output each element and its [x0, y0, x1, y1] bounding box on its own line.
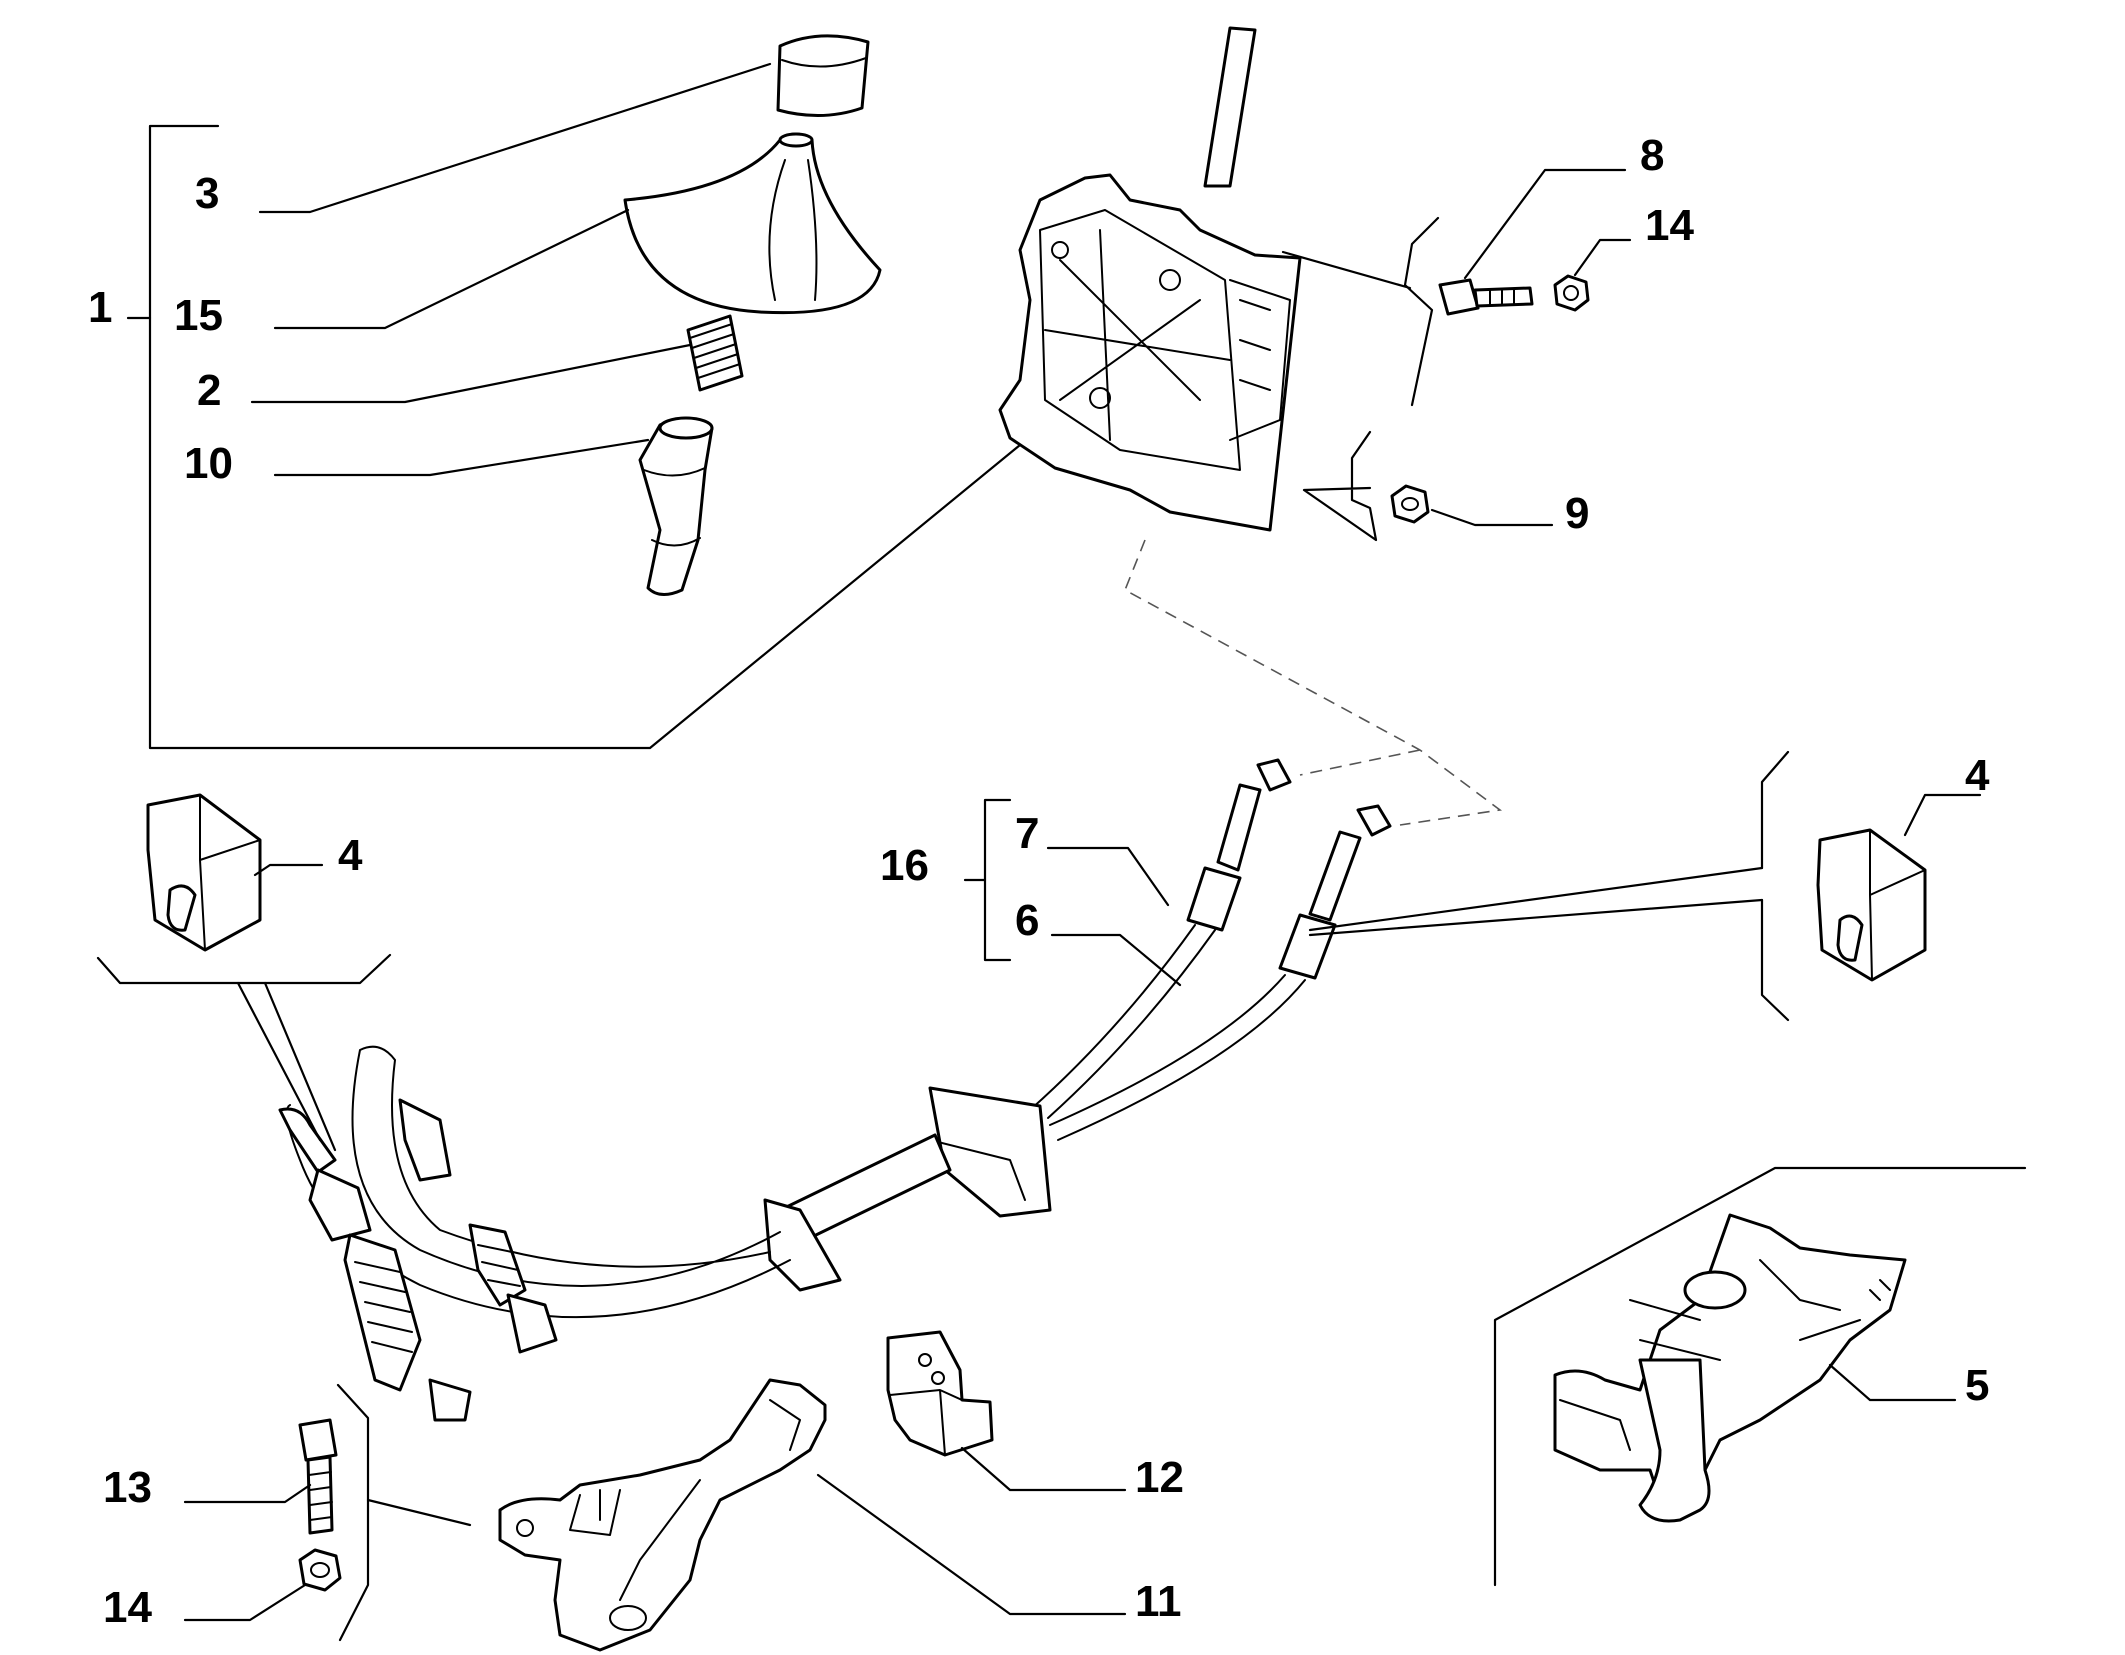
label-10: 10 [184, 439, 233, 488]
part-8-bolt [1438, 278, 1534, 316]
part-12-clip-plate [886, 1330, 994, 1457]
gearshift-housing [998, 26, 1302, 532]
leader-8 [1463, 168, 1627, 280]
part-4-clip-right [1816, 828, 1927, 982]
part-13-bolt [298, 1418, 338, 1535]
label-11: 11 [1135, 1577, 1182, 1626]
leader-4-left-pointer-a [236, 981, 322, 1142]
dashed-connector [1123, 539, 1503, 826]
bracket-16 [983, 798, 1012, 962]
label-4-right: 4 [1965, 751, 1990, 800]
part-14-nut-upper [1553, 274, 1590, 312]
bracket-8-14 [1403, 216, 1440, 407]
leader-housing-8 [1281, 250, 1412, 290]
label-14-upper: 14 [1645, 201, 1694, 250]
part-14-nut-lower [298, 1548, 342, 1592]
label-6: 6 [1015, 896, 1039, 945]
leader-4-left-pointer-b [263, 981, 337, 1152]
part-2-spring [686, 314, 744, 392]
leader-6 [1050, 933, 1182, 987]
bracket-4-left [96, 953, 392, 985]
part-11-lever-bracket [498, 1378, 827, 1652]
label-15: 15 [174, 291, 223, 340]
bracket-assembly-1 [148, 124, 1022, 750]
part-9-nut [1390, 484, 1430, 524]
label-5: 5 [1965, 1361, 1989, 1410]
leader-14-lower [183, 1583, 307, 1622]
leader-4-left [253, 863, 324, 877]
leader-10 [273, 438, 650, 477]
label-14-lower: 14 [103, 1583, 152, 1632]
leader-15 [273, 208, 630, 330]
label-16: 16 [880, 841, 929, 890]
leader-7 [1046, 846, 1170, 907]
leader-5 [1828, 1363, 1957, 1402]
leader-9 [1430, 508, 1554, 527]
part-5-mount-bracket [1553, 1213, 1907, 1523]
bracket-4-right [1760, 750, 1790, 1022]
part-3-knob-cap [776, 34, 870, 117]
label-12: 12 [1135, 1453, 1184, 1502]
label-2: 2 [197, 366, 221, 415]
label-9: 9 [1565, 489, 1589, 538]
label-4-left: 4 [338, 831, 363, 880]
leader-cables-to-clip [1308, 866, 1764, 937]
label-3: 3 [195, 169, 219, 218]
label-8: 8 [1640, 131, 1664, 180]
leader-13-14-to-11 [366, 1498, 472, 1527]
leader-3 [258, 62, 772, 214]
part-15-gaiter-boot [623, 132, 882, 315]
leader-12 [960, 1446, 1127, 1492]
label-7: 7 [1015, 809, 1039, 858]
label-13: 13 [103, 1463, 152, 1512]
leader-2 [250, 343, 692, 404]
bracket-9 [1302, 430, 1378, 542]
leader-13 [183, 1483, 312, 1504]
label-1: 1 [88, 283, 112, 332]
part-4-clip-left [146, 793, 262, 952]
part-10-rod-bush [638, 416, 714, 596]
leader-14-upper [1573, 238, 1632, 277]
bracket-13-14 [336, 1383, 370, 1642]
box-part-5 [1493, 1166, 2027, 1587]
gear-cables-6-7 [278, 758, 1392, 1422]
leader-4-right [1903, 793, 1982, 837]
leader-11 [816, 1473, 1127, 1616]
